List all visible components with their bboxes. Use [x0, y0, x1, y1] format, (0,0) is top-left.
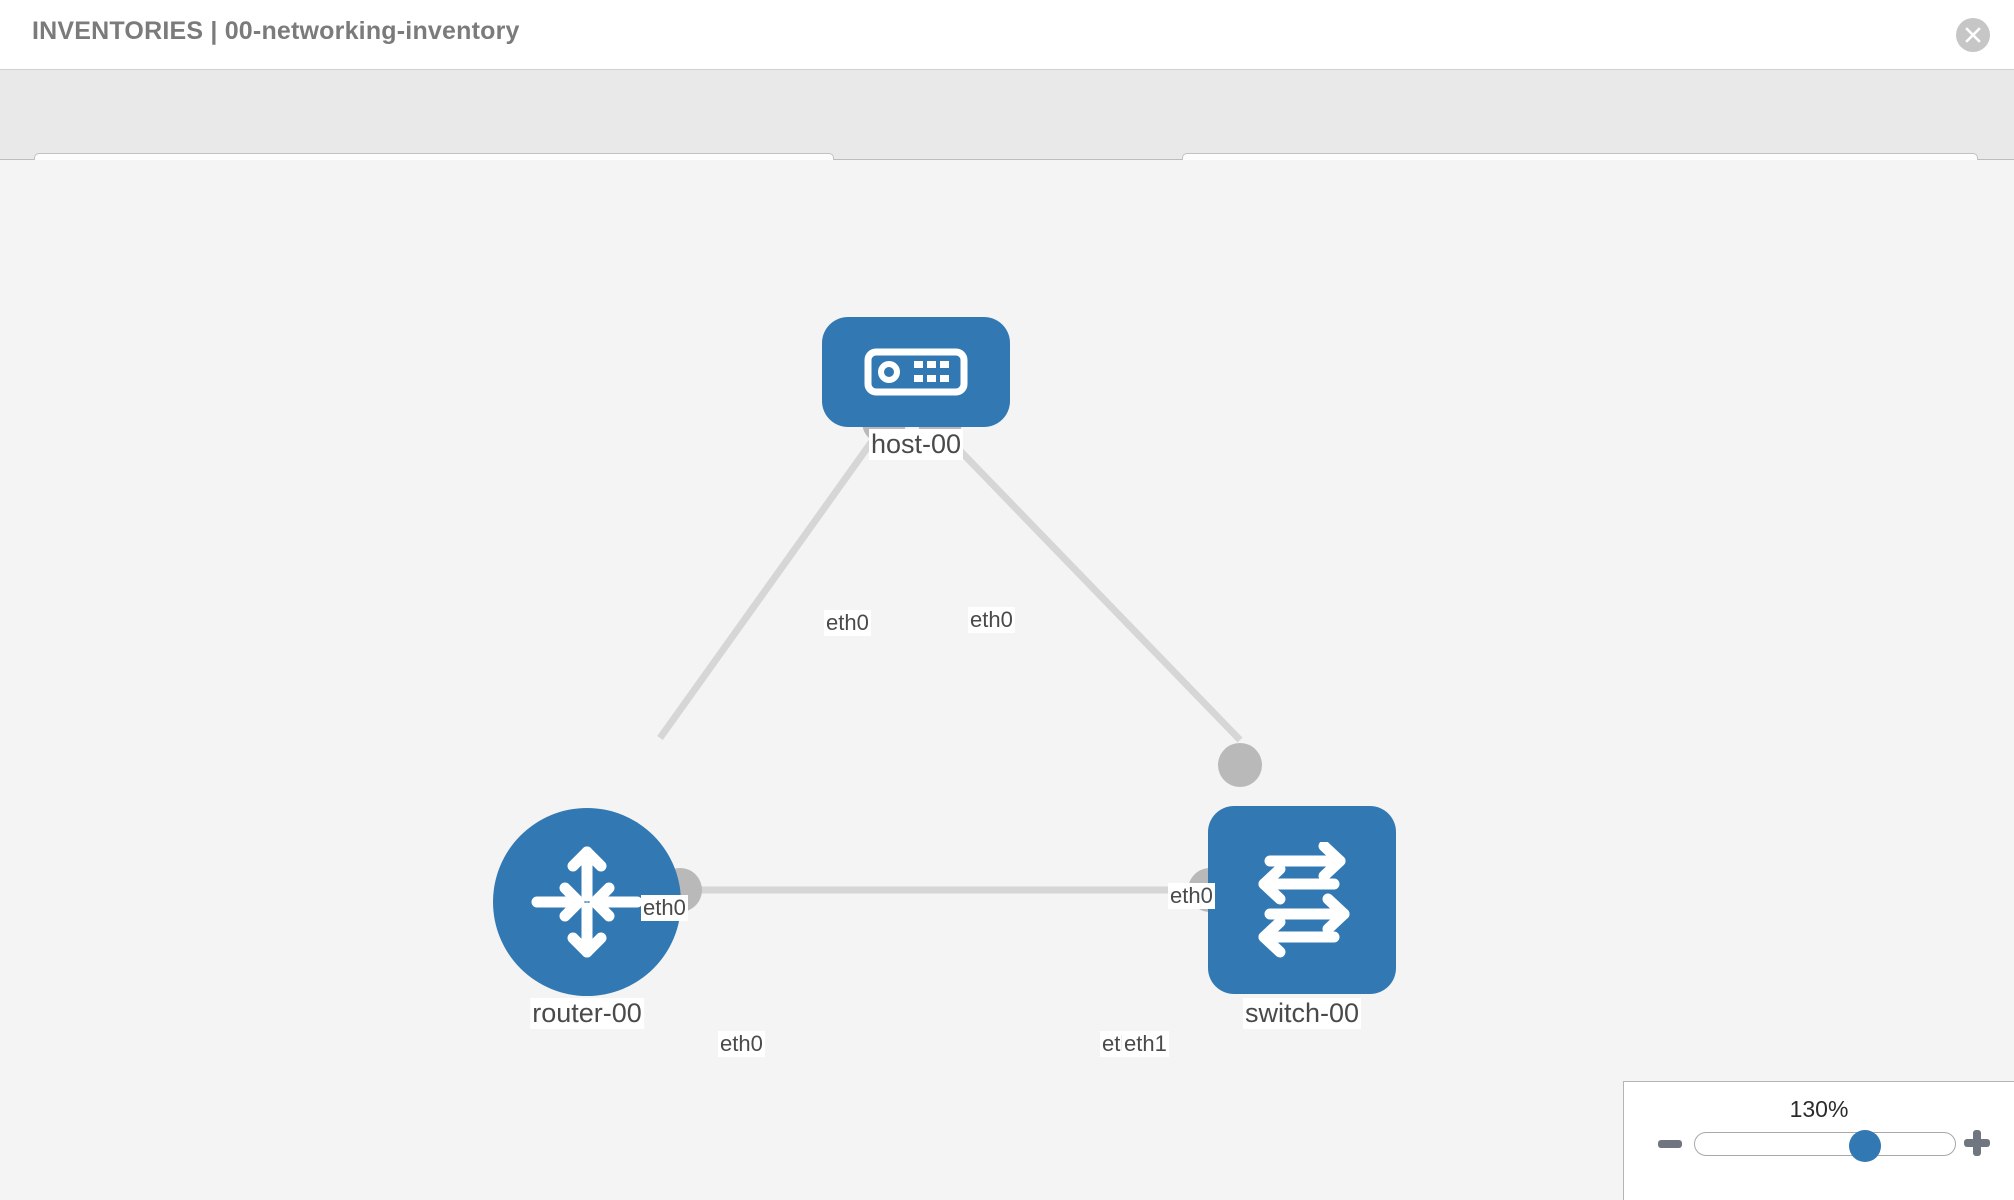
node-label-router-00: router-00	[530, 998, 644, 1029]
zoom-slider-thumb[interactable]	[1849, 1130, 1881, 1162]
port-switch-north[interactable]	[1218, 743, 1262, 787]
topology-links-layer	[657, 400, 1262, 912]
close-icon[interactable]	[1956, 18, 1990, 52]
interface-label-router-right: eth0	[718, 1031, 765, 1057]
link-host-switch[interactable]	[937, 427, 1243, 743]
zoom-control-panel: 130%	[1623, 1081, 2014, 1200]
toolbar: ACTIONS SEARCH	[0, 70, 2014, 209]
topology-node-host-00[interactable]: host-00	[822, 317, 1010, 460]
interface-label-host-right: eth0	[968, 607, 1015, 633]
topology-node-switch-00[interactable]: switch-00	[1208, 806, 1396, 1029]
topology-canvas[interactable]: host-00	[0, 160, 2014, 1200]
switch-arrows-icon	[1258, 842, 1350, 958]
zoom-level-value: 130%	[1789, 1096, 1849, 1122]
page-header: INVENTORIES | 00-networking-inventory	[0, 0, 2014, 70]
link-host-router[interactable]	[657, 427, 883, 741]
node-label-host-00: host-00	[868, 429, 964, 460]
server-icon	[864, 348, 968, 396]
zoom-slider-track[interactable]	[1694, 1132, 1956, 1156]
zoom-out-button[interactable]	[1658, 1140, 1682, 1148]
interface-label-switch-left-eth1: eth1	[1122, 1031, 1169, 1057]
host-node-shape	[822, 317, 1010, 427]
page-title: INVENTORIES | 00-networking-inventory	[32, 17, 520, 45]
zoom-in-button[interactable]	[1964, 1130, 1990, 1156]
node-label-switch-00: switch-00	[1242, 998, 1362, 1029]
interface-label-switch-top: eth0	[1168, 883, 1215, 909]
router-arrows-icon	[531, 846, 643, 958]
interface-label-router-top: eth0	[641, 895, 688, 921]
switch-node-shape	[1208, 806, 1396, 994]
interface-label-host-left: eth0	[824, 610, 871, 636]
